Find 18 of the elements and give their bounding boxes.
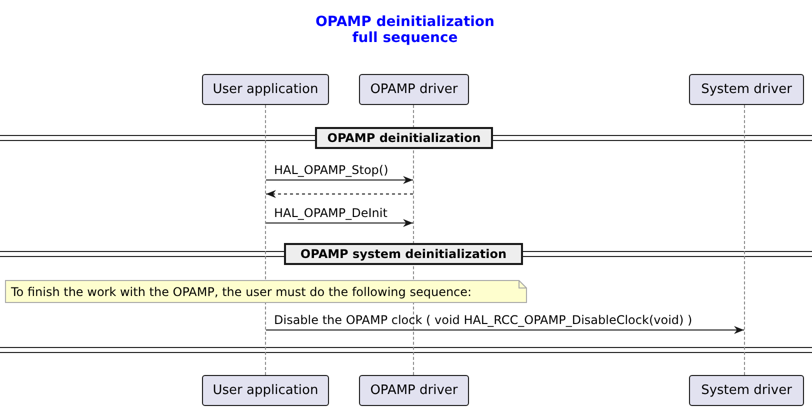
message-arrow [266,219,414,227]
participant-box: System driver [689,74,804,105]
edge-label: Disable the OPAMP clock ( void HAL_RCC_OPAMP_DisableClock(void) ) [274,313,692,327]
lifeline [265,105,266,375]
message-arrow [266,326,744,334]
lifeline [744,105,745,375]
message-arrow [266,190,414,198]
diagram-title: OPAMP deinitialization full sequence [314,14,496,46]
participant-box: OPAMP driver [359,74,469,105]
edge-label: HAL_OPAMP_DeInit [274,206,388,220]
participant-box: System driver [689,375,804,406]
message-arrow [266,176,414,184]
participant-box: User application [202,74,329,105]
edge-label: HAL_OPAMP_Stop() [274,163,388,177]
lifeline [413,105,414,375]
participant-box: OPAMP driver [359,375,469,406]
participant-box: User application [202,375,329,406]
note-box: To finish the work with the OPAMP, the user must do the following sequence: [5,280,527,303]
